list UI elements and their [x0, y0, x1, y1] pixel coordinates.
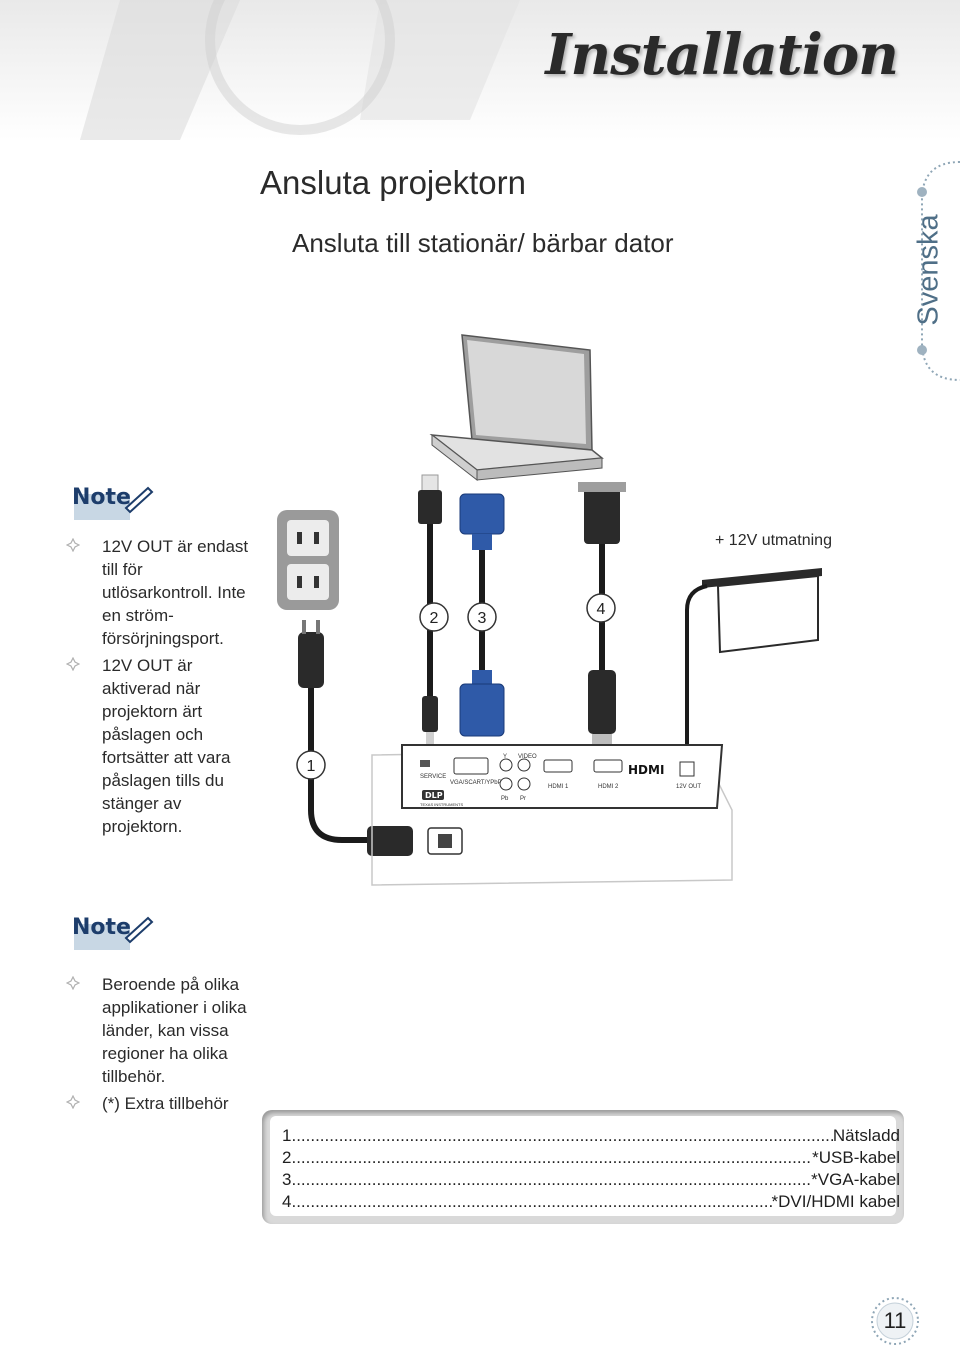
panel-label: 12V OUT: [676, 784, 701, 790]
callout-2: 2: [419, 602, 449, 632]
panel-label: Pr: [520, 796, 526, 802]
note-icon: Note: [70, 910, 156, 954]
pencil-icon: [124, 916, 154, 944]
panel-label: HDMI 2: [598, 784, 619, 790]
panel-label: SERVICE: [420, 774, 446, 780]
power-plug-icon: [298, 620, 413, 856]
legend-row: 3.......................................…: [282, 1170, 900, 1189]
diamond-bullet-icon: [66, 976, 80, 990]
list-item: 12V OUT är aktiverad när projektorn ärt …: [64, 654, 252, 838]
vga-connector-icon: [459, 493, 505, 737]
diamond-bullet-icon: [66, 538, 80, 552]
panel-label: Y: [503, 754, 507, 760]
hdmi-logo: HDMI: [628, 763, 664, 777]
ti-logo: TEXAS INSTRUMENTS: [420, 802, 463, 807]
hdmi-connector-icon: [588, 670, 616, 750]
cable-legend: 1.......................................…: [262, 1110, 904, 1224]
notes-bottom-list: Beroende på olika applikationer i olika …: [64, 973, 302, 1119]
header-banner: Installation: [0, 0, 960, 140]
page-header-title: Installation: [545, 22, 899, 88]
diamond-bullet-icon: [66, 1095, 80, 1109]
projector-icon: SERVICE VGA/SCART/YPbPr Y VIDEO Pb Pr HD…: [371, 744, 733, 886]
panel-label: HDMI 1: [548, 784, 569, 790]
wall-outlet-icon: [277, 510, 339, 610]
panel-label: VIDEO: [518, 754, 537, 760]
note-logo-text: Note: [72, 915, 131, 940]
output-label: + 12V utmatning: [715, 532, 832, 549]
note-icon: Note: [70, 480, 156, 524]
section-title: Ansluta projektorn: [260, 164, 526, 201]
list-item: (*) Extra tillbehör: [64, 1092, 302, 1115]
note-logo-text: Note: [72, 485, 131, 510]
callout-label: 2: [430, 610, 439, 627]
diamond-bullet-icon: [66, 657, 80, 671]
language-tab: [902, 160, 960, 382]
panel-label: VGA/SCART/YPbPr: [450, 780, 504, 786]
legend-row: 4.......................................…: [282, 1192, 900, 1211]
callout-label: 3: [478, 610, 487, 627]
dvi-connector-icon: [578, 482, 626, 670]
dlp-logo: DLP: [425, 791, 443, 800]
language-label: Svenska: [912, 214, 945, 326]
legend-row: 1.......................................…: [282, 1126, 900, 1145]
screen-icon: [685, 568, 822, 756]
list-item: Beroende på olika applikationer i olika …: [64, 973, 302, 1088]
callout-1: 1: [296, 750, 326, 780]
callout-label: 1: [307, 758, 316, 775]
page-number: 11: [870, 1296, 920, 1346]
connection-diagram: 1 2 3 4 SERVICE VGA/SCART/YPbPr Y VIDEO …: [277, 334, 822, 886]
legend-row: 2.......................................…: [282, 1148, 900, 1167]
callout-3: 3: [467, 602, 497, 632]
notes-top-list: 12V OUT är endast till för utlösarkontro…: [64, 535, 252, 842]
list-item: 12V OUT är endast till för utlösarkontro…: [64, 535, 252, 650]
lens-decoration-icon: [80, 0, 520, 140]
laptop-icon: [429, 334, 604, 482]
callout-4: 4: [586, 593, 616, 623]
pencil-icon: [124, 486, 154, 514]
callout-label: 4: [597, 601, 606, 618]
panel-label: Pb: [501, 796, 509, 802]
section-subtitle: Ansluta till stationär/ bärbar dator: [292, 228, 674, 258]
